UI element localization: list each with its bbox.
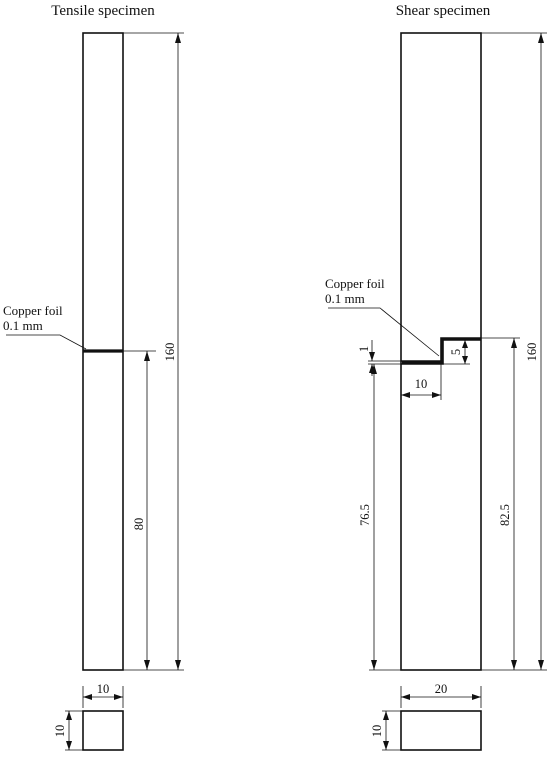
arrow-head: [538, 33, 544, 43]
shear-dim-upper: 82.5: [498, 504, 512, 526]
shear-dim-overlap: 10: [415, 377, 428, 391]
shear-foil-label-line1: Copper foil: [325, 276, 385, 291]
arrow-head: [371, 660, 377, 670]
arrow-head: [144, 660, 150, 670]
arrow-head: [472, 694, 481, 700]
arrow-head: [114, 694, 123, 700]
arrow-head: [175, 33, 181, 43]
arrow-head: [432, 392, 441, 398]
shear-cross-section: [400, 710, 482, 751]
arrow-head: [66, 741, 72, 750]
arrow-head: [511, 660, 517, 670]
tensile-dim-80: 80: [132, 518, 146, 531]
tensile-dim-160: 160: [163, 343, 177, 362]
shear-dim-step: 5: [449, 349, 463, 355]
tensile-dim-width: 10: [97, 682, 110, 696]
shear-dim-160: 160: [525, 343, 539, 362]
tensile-foil-leader: [6, 334, 87, 350]
shear-dim-thickness: 10: [370, 725, 384, 738]
tensile-dim-thickness: 10: [53, 725, 67, 738]
tensile-cross-section: [82, 710, 124, 751]
shear-foil: [402, 337, 481, 364]
tensile-title: Tensile specimen: [51, 3, 155, 19]
arrow-head: [383, 741, 389, 750]
shear-dim-lower: 76.5: [358, 504, 372, 526]
tensile-foil-label-line2: 0.1 mm: [3, 318, 43, 333]
arrow-head: [462, 356, 468, 364]
arrow-head: [462, 340, 468, 348]
arrow-head: [383, 711, 389, 720]
shear-dim-gap: 1: [357, 346, 371, 352]
arrow-head: [369, 352, 375, 361]
arrow-head: [175, 660, 181, 670]
arrow-head: [83, 694, 92, 700]
shear-dim-width: 20: [435, 682, 448, 696]
arrow-head: [538, 660, 544, 670]
arrow-head: [371, 364, 377, 374]
arrow-head: [511, 338, 517, 348]
arrow-head: [66, 711, 72, 720]
shear-title: Shear specimen: [396, 3, 491, 19]
arrow-head: [401, 392, 410, 398]
arrow-head: [144, 351, 150, 361]
shear-foil-leader: [328, 307, 440, 357]
tensile-foil-label-line1: Copper foil: [3, 303, 63, 318]
arrow-head: [401, 694, 410, 700]
shear-foil-label-line2: 0.1 mm: [325, 291, 365, 306]
